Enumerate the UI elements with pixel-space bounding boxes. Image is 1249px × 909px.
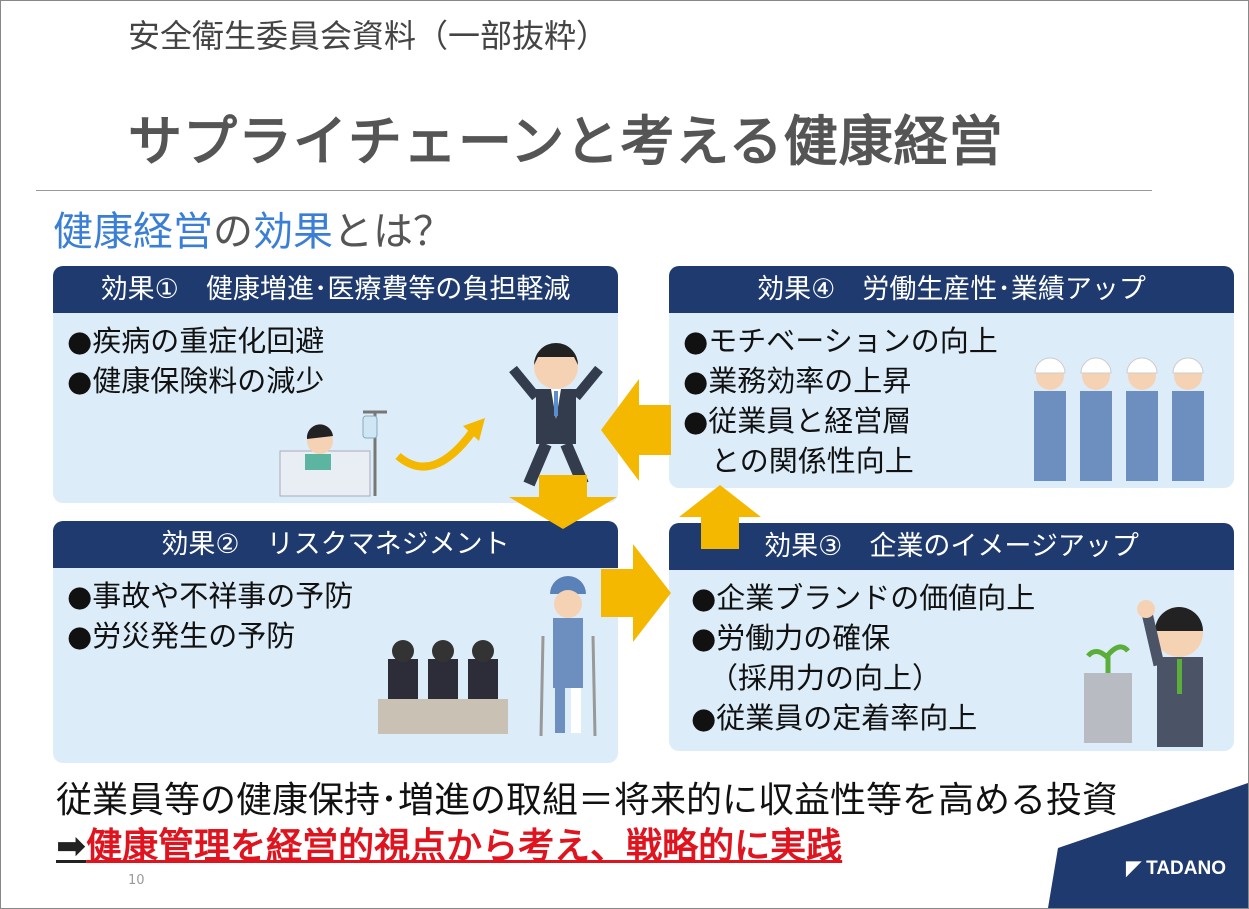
effect-header: 効果② リスクマネジメント (53, 521, 618, 568)
injured-worker-illustration (539, 576, 597, 737)
effect-header: 効果③ 企業のイメージアップ (669, 523, 1234, 570)
arrow-up-icon (679, 485, 761, 549)
effect-item: ●疾病の重症化回避 (67, 324, 325, 358)
effect-item: ●労働力の確保 (691, 621, 891, 655)
effect-header: 効果④ 労働生産性･業績アップ (669, 266, 1234, 313)
slide-kicker: 安全衛生委員会資料（一部抜粋） (128, 17, 609, 55)
page-number: 10 (128, 873, 145, 888)
heading-part: とは？ (333, 209, 453, 255)
effect-item: ●事故や不祥事の予防 (67, 579, 354, 613)
conclusion-emphasis: ➡健康管理を経営的視点から考え、戦略的に実践 (56, 817, 842, 869)
businessman-sprout-illustration (1084, 600, 1203, 747)
effect-item: ●モチベーションの向上 (683, 324, 998, 358)
heading-part: の (213, 209, 253, 255)
heading-part: 効果 (253, 209, 333, 255)
effect-box-3: 効果③ 企業のイメージアップ ●企業ブランドの価値向上 ●労働力の確保 （採用力… (669, 523, 1234, 751)
arrow-left-icon (601, 379, 671, 481)
divider (36, 190, 1152, 191)
heading-part: 健康経営 (53, 209, 213, 255)
effect-item: との関係性向上 (711, 444, 914, 478)
conclusion-text: 従業員等の健康保持･増進の取組＝将来的に収益性等を高める投資 (56, 780, 1119, 821)
effect-item: （採用力の向上） (709, 661, 942, 695)
logo-text: TADANO (1146, 858, 1226, 879)
right-arrow-icon: ➡ (56, 826, 87, 867)
effect-item: ●業務効率の上昇 (683, 364, 912, 398)
effect-item: ●従業員と経営層 (683, 404, 912, 438)
businessman-cheering-illustration (509, 343, 603, 487)
arrow-down-icon (509, 475, 617, 529)
curved-up-arrow-icon (395, 418, 485, 471)
conclusion-emphasis-text: 健康管理を経営的視点から考え、戦略的に実践 (86, 826, 843, 867)
company-logo: ◤ TADANO (1126, 857, 1226, 880)
workers-cheering-illustration (1034, 357, 1204, 481)
effect-box-4: 効果④ 労働生産性･業績アップ ●モチベーションの向上 ●業務効率の上昇 ●従業… (669, 266, 1234, 488)
slide-title: サプライチェーンと考える健康経営 (128, 110, 1004, 173)
arrow-right-icon (601, 544, 671, 642)
effect-item: ●労災発生の予防 (67, 619, 296, 653)
hospital-patient-illustration (279, 410, 387, 497)
effect-box-2: 効果② リスクマネジメント ●事故や不祥事の予防 ●労災発生の予防 (53, 521, 618, 763)
effect-item: ●従業員の定着率向上 (691, 701, 978, 735)
corner-band (1048, 783, 1248, 908)
apologizing-executives-illustration (378, 640, 508, 734)
effect-item: ●健康保険料の減少 (67, 364, 325, 398)
effect-header: 効果① 健康増進･医療費等の負担軽減 (53, 266, 618, 313)
logo-mark-icon: ◤ (1126, 858, 1147, 879)
section-heading: 健康経営の効果とは？ (53, 199, 453, 257)
effect-item: ●企業ブランドの価値向上 (691, 581, 1036, 615)
